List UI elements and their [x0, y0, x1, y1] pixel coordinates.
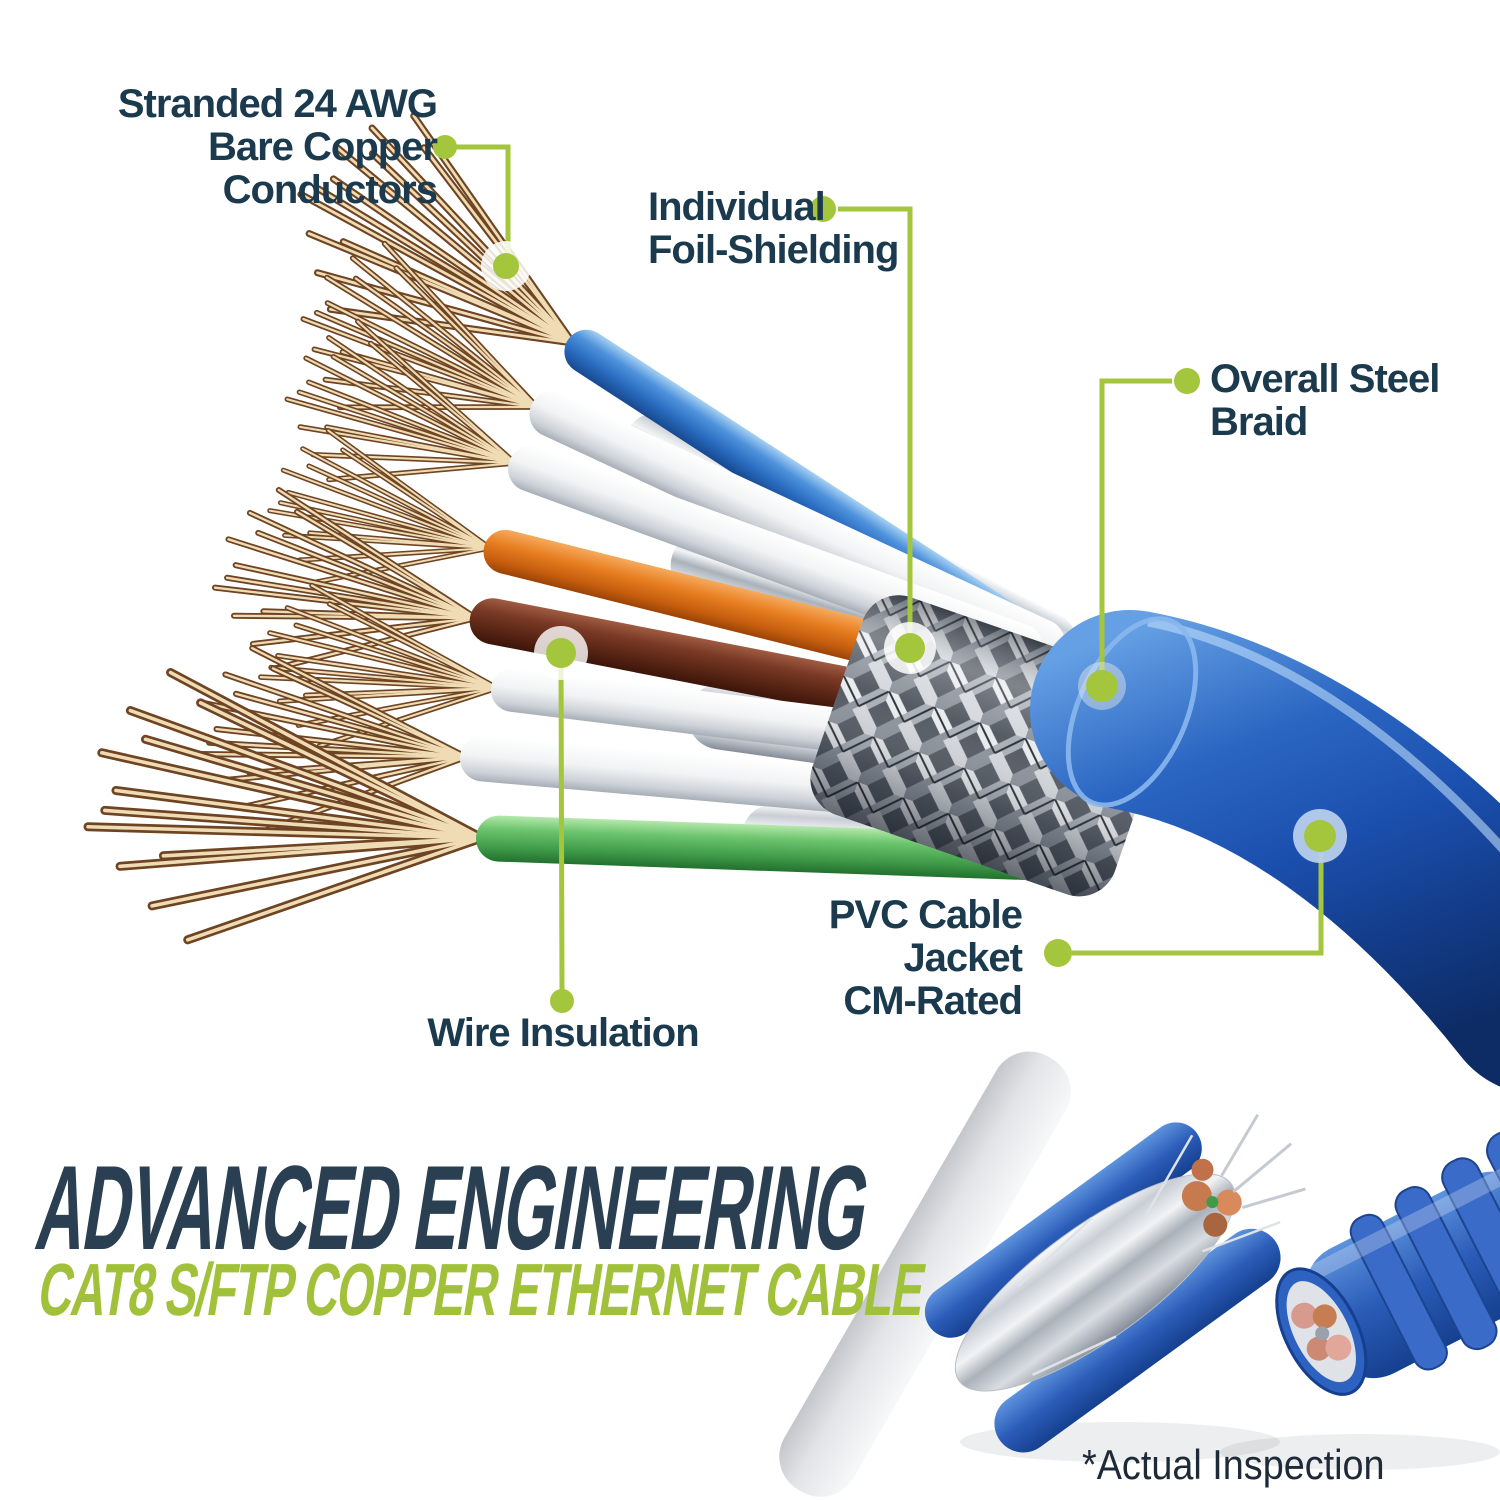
target-dot-jacket: [1304, 820, 1336, 852]
cutaway-photo-right: [1275, 1129, 1500, 1396]
callout-label-stranded: Stranded 24 AWG Bare Copper Conductors: [107, 82, 438, 213]
label-dot-braid: [1174, 368, 1200, 394]
callout-line-insulation: [558, 659, 565, 996]
callout-line-jacket: [1072, 845, 1324, 956]
target-dot-stranded: [493, 253, 519, 279]
target-dot-insulation: [546, 638, 576, 668]
callout-line-braid: [1099, 378, 1172, 678]
callout-label-line: Jacket: [903, 936, 1023, 981]
target-dot-braid: [1086, 670, 1118, 702]
target-dot-foil: [895, 633, 925, 663]
white-cable-segment: [779, 1051, 1071, 1497]
callout-label-line: Braid: [1210, 400, 1308, 445]
footnote-actual-inspection: *Actual Inspection: [1082, 1441, 1385, 1488]
callout-label-line: Conductors: [222, 168, 438, 213]
label-dot-stranded: [433, 135, 457, 159]
callout-label-braid: Overall Steel Braid: [1210, 357, 1440, 445]
callout-label-line: Bare Copper: [207, 125, 438, 170]
label-dot-foil: [810, 196, 836, 222]
callout-label-line: Individual: [648, 185, 826, 229]
callout-lines: [433, 135, 1347, 1013]
actual-inspection-photo: [779, 1051, 1500, 1497]
callout-line-foil: [838, 206, 913, 640]
callout-label-jacket: PVC Cable Jacket CM-Rated: [722, 893, 1023, 1024]
pvc-jacket: [1030, 610, 1500, 1086]
callout-label-line: CM-Rated: [843, 979, 1023, 1024]
callout-label-line: Overall Steel: [1210, 357, 1440, 401]
label-dot-jacket: [1044, 939, 1072, 967]
callout-label-line: Foil-Shielding: [648, 228, 899, 273]
callout-label-line: PVC Cable: [828, 893, 1023, 937]
callout-label-foil: Individual Foil-Shielding: [648, 185, 899, 273]
callout-label-line: Stranded 24 AWG: [117, 82, 438, 126]
cutaway-photo-left: [924, 1114, 1306, 1453]
callout-label-line: Wire Insulation: [427, 1011, 699, 1055]
callout-label-insulation: Wire Insulation: [395, 1011, 731, 1055]
banner-subtitle: CAT8 S/FTP COPPER ETHERNET CABLE: [33, 1248, 931, 1331]
label-dot-insulation: [550, 989, 574, 1013]
callout-line-stranded: [455, 144, 511, 258]
